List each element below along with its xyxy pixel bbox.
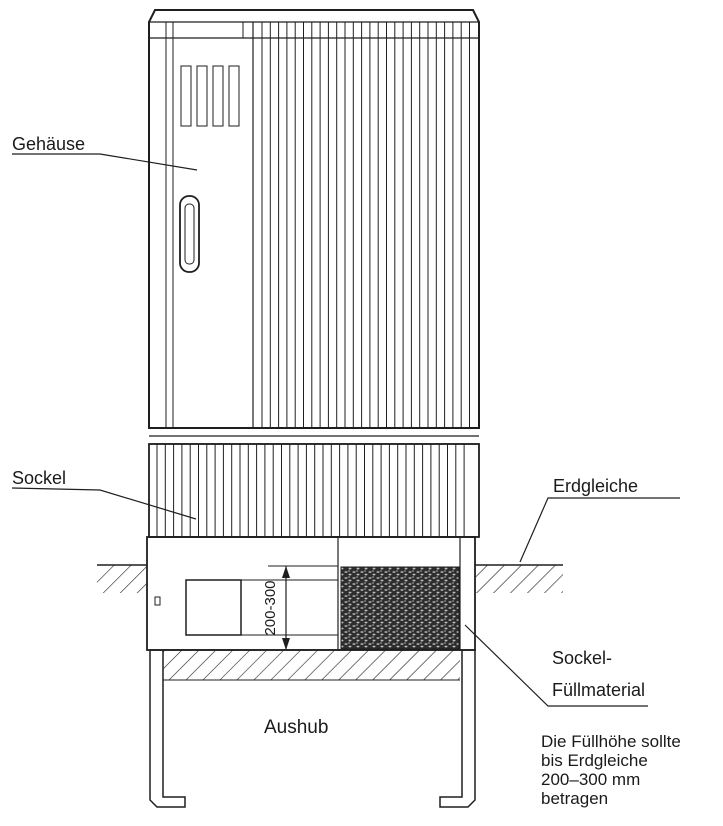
- label-sockel: Sockel: [12, 468, 66, 488]
- note-line-3: 200–300 mm: [541, 770, 641, 789]
- plinth-opening: [185, 579, 242, 636]
- cabinet-feet: [149, 650, 476, 808]
- leader-sockel: [11, 487, 197, 520]
- leader-lines: [11, 153, 680, 707]
- note-line-1: Die Füllhöhe sollte: [541, 732, 681, 751]
- fill-height-note: Die Füllhöhe sollte bis Erdgleiche 200–3…: [541, 732, 719, 808]
- dimension-label: 200-300: [262, 580, 279, 635]
- note-line-4: betragen: [541, 789, 609, 808]
- leader-gehaeuse: [12, 153, 198, 171]
- note-line-2: bis Erdgleiche: [541, 751, 648, 770]
- label-gehaeuse: Gehäuse: [12, 134, 85, 154]
- label-sockel-fuell-2: Füllmaterial: [552, 680, 645, 700]
- cabinet-divider-band: [149, 427, 479, 445]
- ground-hatch-left: [97, 565, 147, 593]
- cabinet-housing: [148, 9, 480, 429]
- excavation-bottom-hatch: [163, 650, 460, 680]
- label-aushub: Aushub: [264, 717, 328, 738]
- housing-ribs: [261, 22, 470, 428]
- leader-erdgleiche: [519, 497, 680, 563]
- leader-fill: [464, 624, 648, 707]
- dimension-marker: [268, 565, 338, 651]
- fill-material: [340, 566, 460, 650]
- plinth-ribs: [156, 444, 465, 537]
- label-erdgleiche: Erdgleiche: [553, 476, 638, 496]
- label-sockel-fuell-1: Sockel-: [552, 648, 612, 668]
- ground-hatch-right: [475, 565, 563, 593]
